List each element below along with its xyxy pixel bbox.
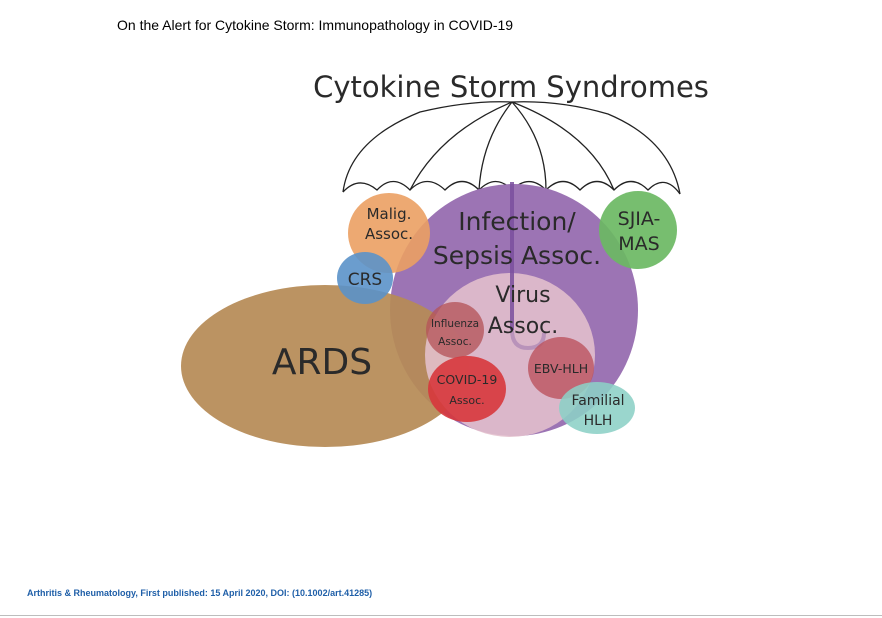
crs-circle bbox=[337, 252, 393, 304]
covid-label-line2: Assoc. bbox=[449, 394, 484, 407]
malig-label-line2: Assoc. bbox=[365, 225, 413, 243]
ards-ellipse bbox=[181, 285, 469, 447]
sjia-label-line1: SJIA- bbox=[618, 208, 661, 230]
umbrella-icon bbox=[342, 101, 681, 195]
covid-19-assoc-circle bbox=[428, 356, 506, 422]
influenza-label-line2: Assoc. bbox=[438, 336, 472, 348]
familial-label-line2: HLH bbox=[584, 413, 613, 429]
influenza-assoc-circle bbox=[426, 302, 484, 358]
page-title: On the Alert for Cytokine Storm: Immunop… bbox=[117, 17, 514, 33]
umbrella-canopy-outline bbox=[342, 101, 681, 195]
virus-label-line1: Virus bbox=[495, 283, 550, 308]
influenza-label-line1: Influenza bbox=[431, 318, 479, 330]
footer-divider bbox=[0, 615, 882, 616]
crs-label: CRS bbox=[348, 270, 382, 290]
infection-label-line1: Infection/ bbox=[458, 207, 576, 236]
familial-label-line1: Familial bbox=[571, 393, 624, 409]
familial-hlh-circle bbox=[559, 382, 635, 434]
umbrella-handle bbox=[510, 182, 546, 351]
citation-text: Arthritis & Rheumatology, First publishe… bbox=[27, 588, 373, 598]
sjia-mas-circle bbox=[599, 191, 677, 269]
diagram-heading: Cytokine Storm Syndromes bbox=[313, 70, 709, 104]
infection-label-line2: Sepsis Assoc. bbox=[433, 241, 601, 270]
covid-label-line1: COVID-19 bbox=[437, 372, 498, 387]
malig-label-line1: Malig. bbox=[367, 205, 412, 223]
virus-label-line2: Assoc. bbox=[488, 314, 559, 339]
ebv-label: EBV-HLH bbox=[534, 361, 588, 376]
sjia-label-line2: MAS bbox=[618, 233, 659, 255]
ebv-hlh-circle bbox=[528, 337, 594, 399]
ards-label: ARDS bbox=[272, 342, 372, 383]
